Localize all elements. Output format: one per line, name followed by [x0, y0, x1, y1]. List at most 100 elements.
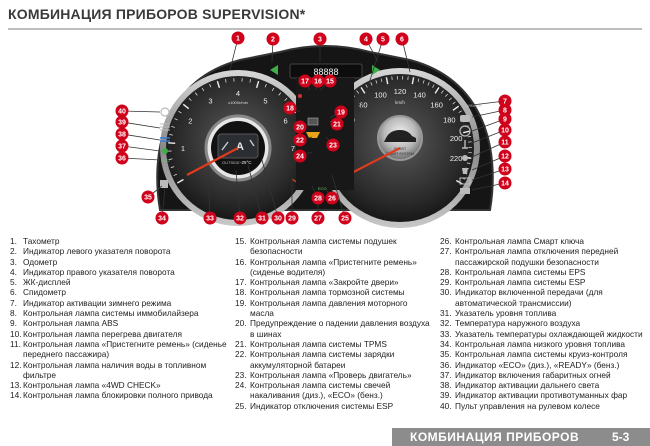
4wd-check-icon: [459, 177, 471, 185]
legend-item-number: 36.: [440, 359, 452, 370]
callout-marker: [255, 211, 269, 225]
callout-number: 26: [328, 196, 336, 203]
callout-number: 35: [144, 195, 152, 202]
legend-item-text: Контрольная лампа низкого уровня топлива: [455, 338, 626, 349]
scale-label: 120: [394, 87, 407, 96]
legend-item: 15.Контрольная лампа системы подушек без…: [235, 236, 430, 257]
legend-item-text: Спидометр: [23, 287, 67, 298]
smart-car-icon: [384, 130, 416, 142]
legend-item-number: 18.: [235, 287, 247, 298]
legend-item-text: Индикатор активации дальнего света: [455, 380, 600, 391]
legend-item-number: 30.: [440, 287, 452, 298]
legend-item-text: Контрольная лампа системы зарядки аккуму…: [250, 349, 395, 370]
page-number: 5-3: [612, 430, 630, 444]
legend-item-number: 33.: [440, 328, 452, 339]
legend-item-text: Указатель температуры охлаждающей жидкос…: [455, 328, 643, 339]
legend-item-text: Индикатор активации противотуманных фар: [455, 390, 628, 401]
legend-item-number: 38.: [440, 380, 452, 391]
legend-item: 3.Одометр: [10, 257, 232, 267]
callout-number: 32: [236, 216, 244, 223]
low-fuel-icon: [160, 180, 168, 188]
lcd-outside-label: OUTSIDE: [222, 160, 240, 165]
legend-item-text: Температура наружного воздуха: [455, 318, 581, 329]
legend-item-text: Индикатор «ECO» (диз.), «READY» (бенз.): [455, 359, 620, 370]
callout-marker: [330, 117, 344, 131]
callout-marker: [338, 211, 352, 225]
abs-icon: [459, 125, 471, 137]
smart-system-label: SMART SYSTEM: [386, 152, 414, 156]
lcd-temp-value: -25°C: [240, 160, 252, 165]
legend-item: 39.Индикатор активации противотуманных ф…: [440, 390, 645, 400]
callout-number: 37: [118, 144, 126, 151]
legend-item-text: Индикатор активации зимнего режима: [23, 297, 172, 308]
callout-number: 40: [118, 109, 126, 116]
callout-number: 34: [158, 216, 166, 223]
callout-number: 28: [314, 196, 322, 203]
legend-item-text: Контрольная лампа системы EPS: [455, 266, 586, 277]
legend-column-2: 15.Контрольная лампа системы подушек без…: [235, 236, 430, 411]
scale-label: 4: [236, 89, 240, 98]
legend-item: 19.Контрольная лампа давления моторного …: [235, 298, 430, 319]
callout-marker: [115, 104, 129, 118]
callout-number: 38: [118, 132, 126, 139]
callout-marker: [231, 31, 245, 45]
immobilizer-icon: [460, 115, 470, 122]
callout-number: 23: [329, 143, 337, 150]
legend-item: 21.Контрольная лампа системы TPMS: [235, 339, 430, 349]
legend-item-text: Контрольная лампа системы ESP: [455, 277, 586, 288]
legend-item: 32.Температура наружного воздуха: [440, 318, 645, 328]
footer-section-title: КОМБИНАЦИЯ ПРИБОРОВ: [410, 430, 580, 444]
passenger-seatbelt-icon: [462, 155, 468, 161]
legend-item-number: 17.: [235, 277, 247, 288]
callout-marker: [155, 211, 169, 225]
right-icon-column: WINTER: [459, 103, 482, 194]
legend-item-number: 4.: [10, 266, 17, 277]
legend-item-text: Контрольная лампа «Закройте двери»: [250, 277, 399, 288]
callout-number: 2: [271, 37, 275, 44]
legend-item-number: 40.: [440, 400, 452, 411]
callout-marker: [298, 74, 312, 88]
legend-item: 16.Контрольная лампа «Пристегните ремень…: [235, 257, 430, 278]
legend-item: 35.Контрольная лампа системы круиз-контр…: [440, 349, 645, 359]
legend-item: 20.Предупреждение о падении давления воз…: [235, 318, 430, 339]
legend-item: 7.Индикатор активации зимнего режима: [10, 298, 232, 308]
scale-label: 1: [181, 144, 185, 153]
legend-item: 31.Указатель уровня топлива: [440, 308, 645, 318]
legend-item: 29.Контрольная лампа системы ESP: [440, 277, 645, 287]
legend-item-text: Контрольная лампа системы TPMS: [250, 338, 387, 349]
legend-item-text: Контрольная лампа «Пристегните ремень» (…: [250, 256, 417, 277]
winter-label: WINTER: [466, 103, 482, 108]
tach-unit: x1000r/min: [228, 100, 248, 105]
speedometer-dial: 20406080100120140160180200220 km/h SMART…: [320, 68, 480, 228]
callout-number: 13: [501, 167, 509, 174]
legend-item: 25.Индикатор отключения системы ESP: [235, 401, 430, 411]
check-engine-icon: [306, 132, 320, 138]
legend-item-number: 2.: [10, 246, 17, 257]
callout-number: 1: [236, 36, 240, 43]
callout-marker: [498, 135, 512, 149]
callout-number: 5: [381, 37, 385, 44]
legend-item: 14.Контрольная лампа блокировки полного …: [10, 390, 232, 400]
legend-item-number: 25.: [235, 400, 247, 411]
legend-item: 23.Контрольная лампа «Проверь двигатель»: [235, 370, 430, 380]
4wd-lock-icon: [460, 188, 470, 194]
footer-bar: [392, 428, 650, 446]
legend-item-text: Контрольная лампа «4WD CHECK»: [23, 380, 161, 391]
legend-item: 40.Пульт управления на рулевом колесе: [440, 401, 645, 411]
callout-marker: [498, 94, 512, 108]
callout-marker: [266, 32, 280, 46]
legend-item-text: Контрольная лампа наличия воды в топливн…: [23, 359, 207, 380]
legend-item-number: 5.: [10, 277, 17, 288]
legend-item-number: 10.: [10, 328, 22, 339]
battery-icon: [307, 117, 319, 126]
center-warning-lamps: TPMS ECO: [296, 78, 354, 191]
callout-marker: [498, 123, 512, 137]
legend-item-number: 29.: [440, 277, 452, 288]
legend-item-text: Предупреждение о падении давления воздух…: [250, 318, 430, 339]
callout-number: 30: [274, 216, 282, 223]
callout-number: 18: [286, 106, 294, 113]
